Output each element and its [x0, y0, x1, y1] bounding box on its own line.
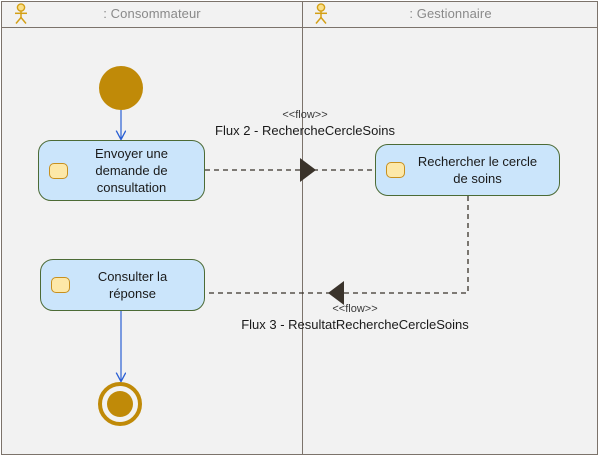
- object-flow-2-label: <<flow>> Flux 2 - RechercheCercleSoins: [150, 108, 460, 139]
- object-flow-3-label: <<flow>> Flux 3 - ResultatRechercheCercl…: [195, 302, 515, 333]
- action-rounded-rect-icon: [51, 277, 70, 293]
- initial-node[interactable]: [99, 66, 143, 110]
- activity-label: Envoyer une demande de consultation: [95, 146, 168, 195]
- actor-stick-figure-icon: [10, 3, 32, 25]
- swimlane-title-gestionnaire: : Gestionnaire: [409, 6, 492, 21]
- activity-label: Rechercher le cercle de soins: [417, 154, 538, 186]
- swimlane-header-rule: [1, 27, 598, 28]
- activity-node-envoyer-une-demande-de-consultation[interactable]: Envoyer une demande de consultation: [38, 140, 205, 201]
- object-flow-3-name: Flux 3 - ResultatRechercheCercleSoins: [241, 317, 469, 332]
- object-flow-3-stereotype: <<flow>>: [332, 303, 378, 315]
- activity-node-consulter-la-reponse[interactable]: Consulter la réponse: [40, 259, 205, 311]
- action-rounded-rect-icon: [49, 162, 68, 179]
- swimlane-divider: [302, 1, 303, 455]
- activity-node-rechercher-le-cercle-de-soins[interactable]: Rechercher le cercle de soins: [375, 144, 560, 196]
- object-flow-2-stereotype: <<flow>>: [282, 109, 328, 121]
- activity-label: Consulter la réponse: [97, 269, 168, 301]
- swimlane-title-consommateur: : Consommateur: [103, 6, 201, 21]
- activity-final-core: [107, 391, 133, 417]
- activity-final-node[interactable]: [98, 382, 142, 426]
- object-flow-2-name: Flux 2 - RechercheCercleSoins: [215, 123, 395, 138]
- swimlane-header-consommateur[interactable]: : Consommateur: [2, 1, 302, 27]
- actor-stick-figure-icon: [310, 3, 332, 25]
- swimlane-frame: [1, 1, 598, 455]
- action-rounded-rect-icon: [386, 162, 405, 178]
- swimlane-header-gestionnaire[interactable]: : Gestionnaire: [303, 1, 598, 27]
